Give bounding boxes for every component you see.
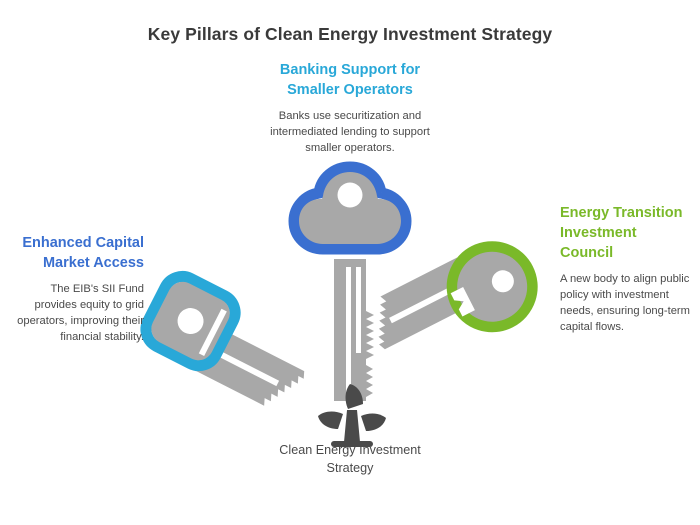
pillar-banking-support-body: Banks use securitization and intermediat… xyxy=(270,110,430,154)
pillar-energy-transition-council-heading: Energy Transition Investment Council xyxy=(560,205,683,261)
pillar-capital-market-access: Enhanced Capital Market Access The EIB's… xyxy=(0,233,144,346)
pillar-energy-transition-council-body: A new body to align public policy with i… xyxy=(560,273,690,333)
pillar-banking-support-heading: Banking Support for Smaller Operators xyxy=(279,62,421,98)
page-title: Key Pillars of Clean Energy Investment S… xyxy=(147,24,553,44)
pillar-banking-support: Banking Support for Smaller Operators Ba… xyxy=(268,60,432,157)
wind-turbine-icon xyxy=(318,384,386,447)
pillar-energy-transition-council: Energy Transition Investment Council A n… xyxy=(560,203,692,336)
pillar-capital-market-access-heading: Enhanced Capital Market Access xyxy=(22,235,144,271)
key-icon-center-blue[interactable] xyxy=(288,161,412,401)
key-icon-right-green[interactable] xyxy=(360,231,546,380)
pillar-capital-market-access-body: The EIB's SII Fund provides equity to gr… xyxy=(17,283,144,343)
key-icon-left-cyan[interactable] xyxy=(138,270,321,416)
center-caption: Clean Energy Investment Strategy xyxy=(279,443,421,476)
